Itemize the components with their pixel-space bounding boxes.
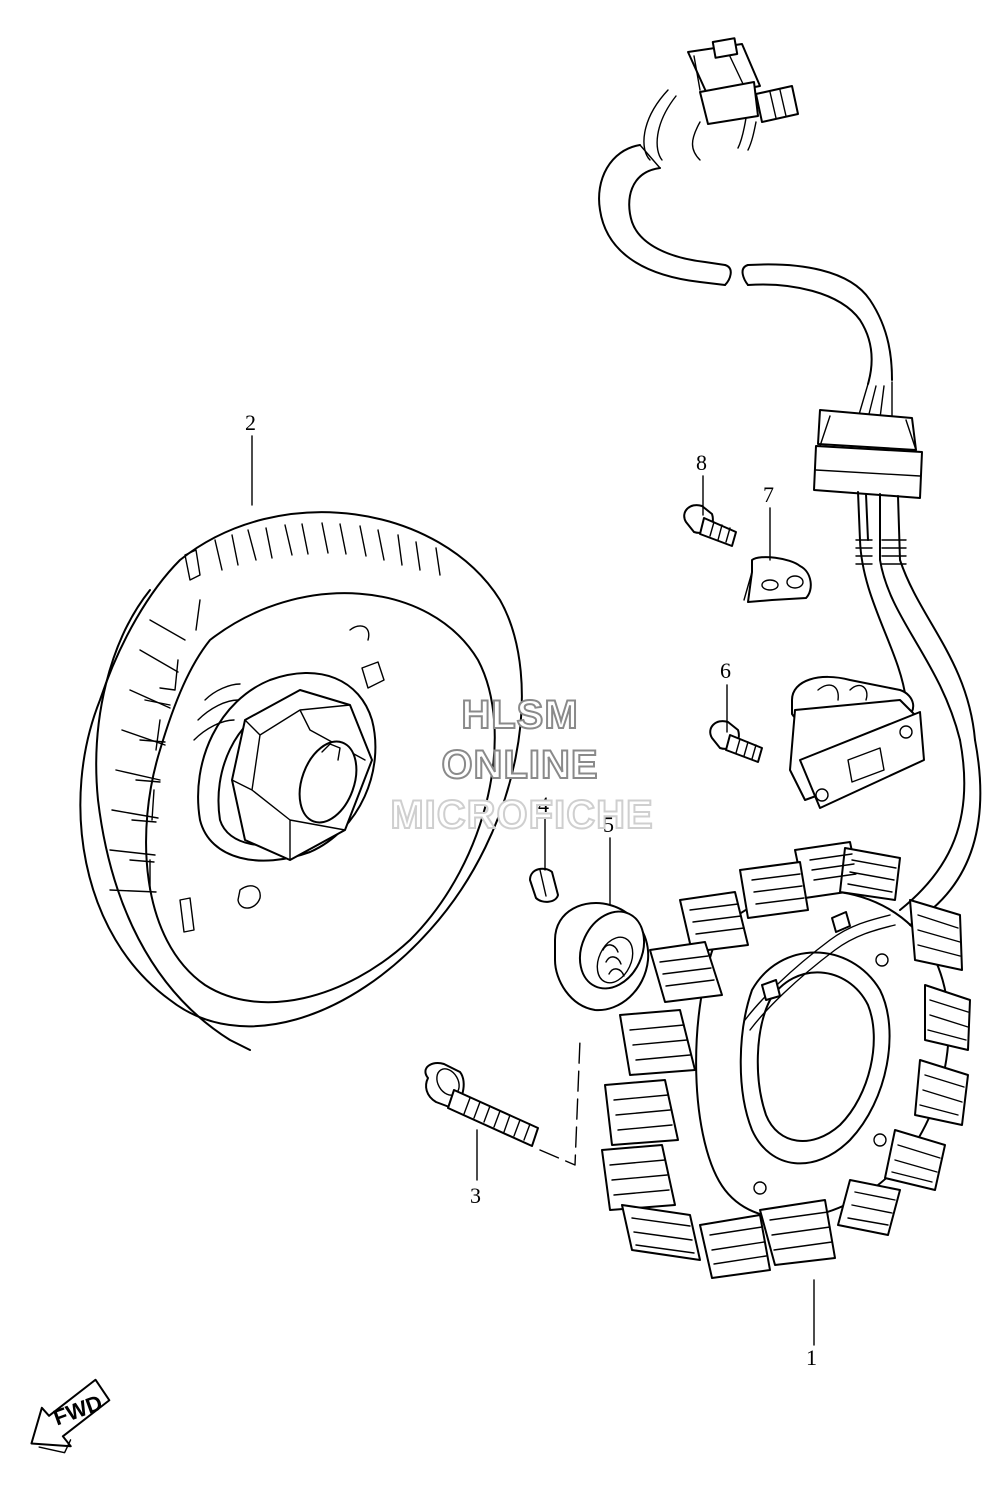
watermark-line-2: ONLINE [441,743,598,787]
wire-harness [598,37,982,926]
pulser-coil [789,675,925,809]
flywheel-rotor [79,511,523,1051]
callout-labels: 1 2 3 4 5 6 7 8 [245,410,817,1370]
leader-lines [251,435,815,1346]
watermark-line-1: HLSM [461,693,578,737]
arrow-left-down-icon [30,1378,111,1448]
watermark: HLSM ONLINE MICROFICHE [389,692,653,838]
callout-5: 5 [603,812,614,837]
stator-bolt [424,1039,581,1166]
callout-7: 7 [763,482,774,507]
watermark-line-3: MICROFICHE [390,793,653,837]
callout-4: 4 [538,792,549,817]
spacer-collar [554,902,650,1012]
callout-6: 6 [720,658,731,683]
fwd-direction-badge: FWD [30,1378,111,1454]
clamp-7 [743,556,812,603]
woodruff-key [529,867,559,903]
callout-8: 8 [696,450,707,475]
callout-2: 2 [245,410,256,435]
bolt-8 [683,504,737,547]
callout-3: 3 [470,1183,481,1208]
bolt-6 [709,720,763,763]
callout-1: 1 [806,1345,817,1370]
stator-assembly [601,841,971,1279]
